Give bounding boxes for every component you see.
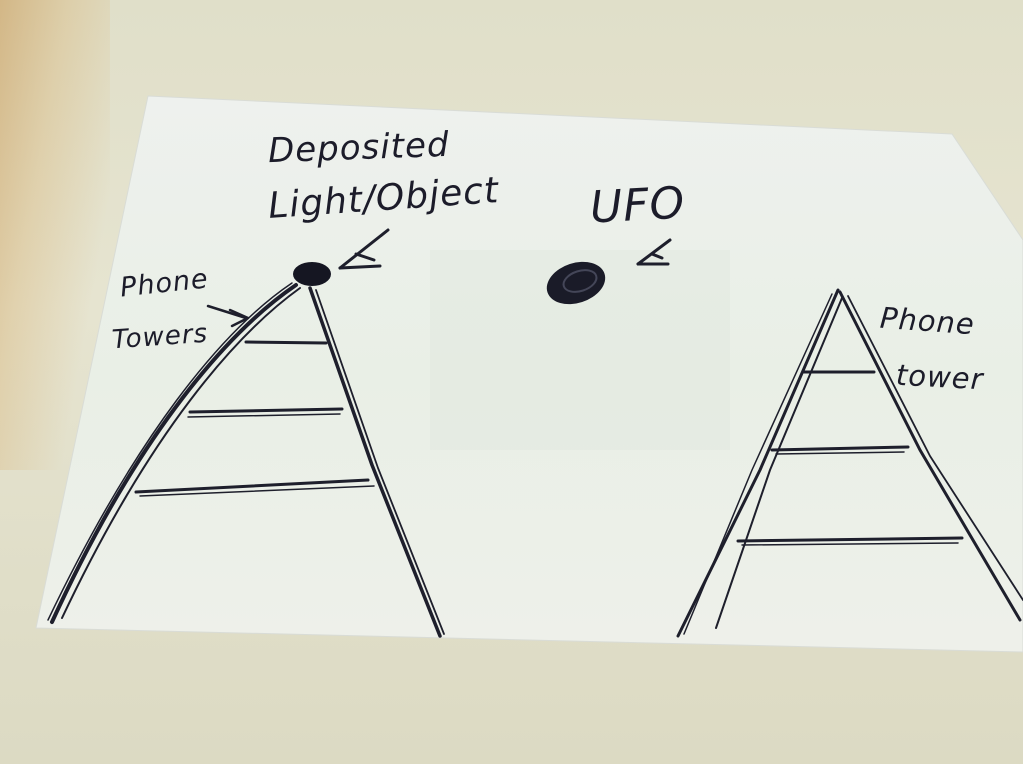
arrow-to-left-tower [206,304,250,328]
deposited-object-dot [293,262,331,286]
arrow-to-ufo [636,238,672,266]
label-phone-right: Phone [878,300,976,342]
ufo-drawing [546,261,606,305]
label-ufo: UFO [588,177,687,234]
label-deposited: Deposited [267,124,451,172]
paper-sheet [35,95,1023,653]
arrow-to-deposited-object [338,228,390,270]
label-tower-right: tower [895,357,985,397]
left-tower-drawing [47,282,445,638]
right-tower-drawing [676,288,1023,638]
